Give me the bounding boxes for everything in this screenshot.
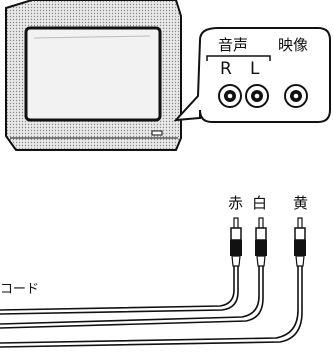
audio-left-label: L — [250, 59, 260, 79]
audio-bracket — [206, 55, 271, 61]
yellow-plug-label: 黄 — [293, 194, 309, 212]
jack-audio-left — [245, 84, 269, 108]
jack-video — [284, 84, 308, 108]
tv-screen — [24, 26, 162, 122]
plug-white — [255, 217, 267, 267]
white-plug-label: 白 — [252, 194, 268, 212]
plug-yellow — [294, 217, 306, 267]
jack-audio-right — [218, 84, 242, 108]
video-label: 映像 — [278, 36, 309, 54]
audio-right-label: R — [220, 59, 232, 79]
red-plug-label: 赤 — [228, 194, 244, 212]
plug-red — [230, 217, 242, 267]
cord-label: コード — [0, 282, 40, 297]
tv-set — [5, 0, 182, 151]
power-indicator — [151, 130, 163, 136]
audio-label: 音声 — [218, 36, 249, 54]
av-cables — [0, 266, 303, 348]
